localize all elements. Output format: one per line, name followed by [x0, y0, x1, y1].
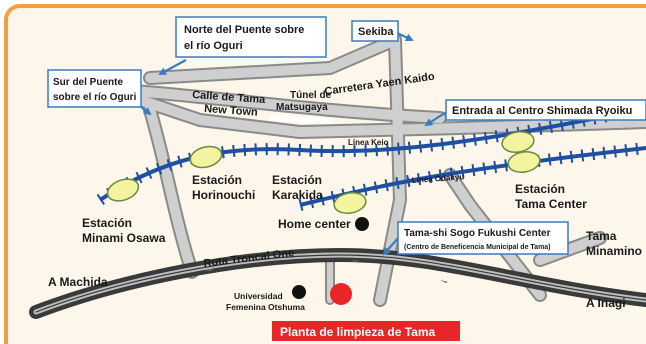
- road-label-new-town-line2: New Town: [204, 103, 259, 119]
- callout-south-bridge-line2: sobre el río Oguri: [53, 92, 137, 103]
- station-label-tama-center-line2: Tama Center: [515, 197, 587, 211]
- landmark-label-university-line2: Femenina Otshuma: [226, 302, 305, 312]
- station-label-karakida-line2: Karakida: [272, 188, 323, 202]
- traffic-direction-arrows: [205, 260, 448, 283]
- station-label-minami-osawa-line2: Minami Osawa: [82, 231, 166, 245]
- university-marker: [292, 285, 306, 299]
- station-label-minami-osawa-line1: Estación: [82, 216, 132, 230]
- direction-label-tama-minamino-line1: Tama: [586, 229, 617, 243]
- callout-shimada: Entrada al Centro Shimada Ryoiku: [445, 99, 646, 121]
- callout-north-bridge-line2: el río Oguri: [184, 40, 243, 52]
- callout-fukushi-line1: Tama-shi Sogo Fukushi Center: [404, 228, 551, 239]
- home-center-marker: [355, 217, 369, 231]
- callout-shimada-label: Entrada al Centro Shimada Ryoiku: [452, 105, 632, 117]
- station-label-horinouchi-line1: Estación: [192, 173, 242, 187]
- callout-south-bridge-line1: Sur del Puente: [53, 77, 123, 88]
- callout-north-bridge-line1: Norte del Puente sobre: [184, 24, 304, 36]
- road-label-tunnel-line1: Túnel de: [290, 90, 332, 101]
- callout-sekiba: Sekiba: [351, 20, 399, 42]
- road-label-new-town-line1: Calle de Tama: [192, 89, 267, 106]
- callout-sekiba-label: Sekiba: [358, 26, 394, 38]
- railway-label-keio: Línea Keio: [348, 138, 389, 147]
- ruta-troncal-road: [29, 247, 646, 319]
- landmark-label-home-center: Home center: [278, 217, 351, 231]
- railway-odakyu: [298, 142, 646, 211]
- station-karakida-marker: [333, 192, 367, 214]
- local-roads: [113, 33, 646, 307]
- station-label-karakida-line1: Estación: [272, 173, 322, 187]
- direction-label-inagi: A Inagi: [586, 296, 626, 310]
- callout-north-bridge: Norte del Puente sobre el río Oguri: [175, 16, 327, 58]
- road-label-tunnel-line2: Matsugaya: [276, 102, 328, 113]
- destination-marker: [330, 283, 352, 305]
- landmark-label-university-line1: Universidad: [234, 291, 283, 301]
- matsugaya-tunnel: [269, 115, 333, 124]
- station-tama-center-odakyu-marker: [507, 151, 541, 173]
- station-label-horinouchi-line2: Horinouchi: [192, 188, 255, 202]
- direction-label-tama-minamino-line2: Minamino: [586, 244, 642, 258]
- callout-destination-label: Planta de limpieza de Tama: [280, 325, 435, 339]
- railway-label-odakyu: Línea Odakyu: [412, 172, 465, 185]
- station-horinouchi-marker: [189, 145, 223, 169]
- callout-destination: Planta de limpieza de Tama: [272, 321, 460, 341]
- station-markers: [106, 131, 541, 214]
- callout-south-bridge: Sur del Puente sobre el río Oguri: [47, 69, 142, 108]
- callout-fukushi: Tama-shi Sogo Fukushi Center (Centro de …: [397, 221, 569, 255]
- station-tama-center-keio-marker: [501, 131, 535, 153]
- station-minami-osawa-marker: [106, 178, 140, 202]
- station-label-tama-center-line1: Estación: [515, 182, 565, 196]
- callout-fukushi-line2: (Centro de Beneficencia Municipal de Tam…: [404, 244, 551, 251]
- direction-label-machida: A Machida: [48, 275, 108, 289]
